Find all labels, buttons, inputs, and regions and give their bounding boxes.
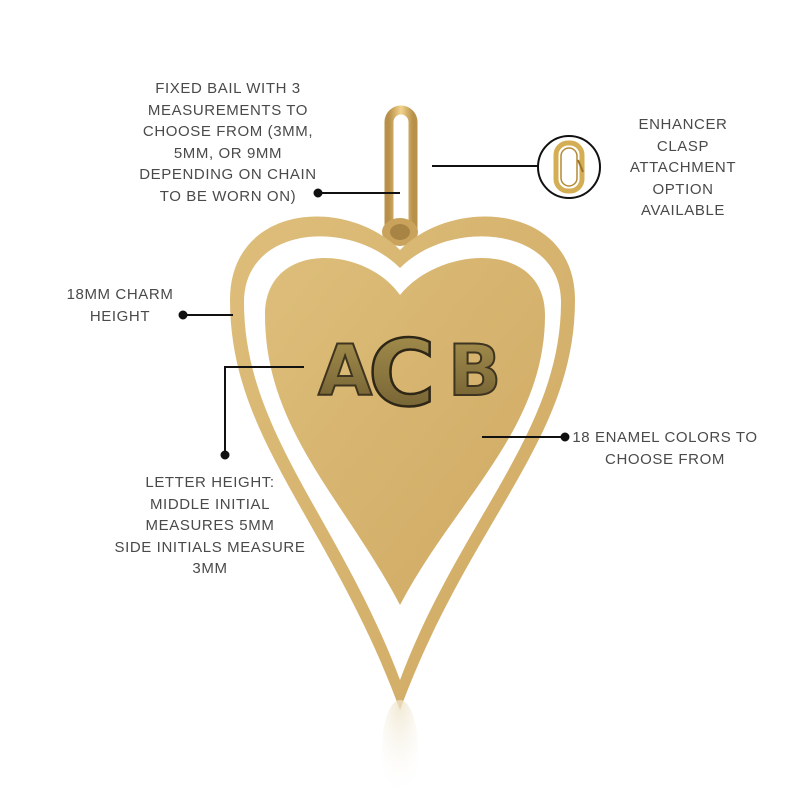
- charm-height-callout: 18MM CHARM HEIGHT: [60, 284, 180, 327]
- letter-height-callout: LETTER HEIGHT: MIDDLE INITIAL MEASURES 5…: [95, 472, 325, 580]
- heart-inner-gold: [265, 257, 545, 605]
- enamel-callout-line: CHOOSE FROM: [605, 450, 725, 468]
- enamel-colors-callout: 18 ENAMEL COLORS TO CHOOSE FROM: [560, 427, 770, 470]
- letter-height-callout-line: LETTER HEIGHT:: [145, 474, 275, 491]
- clasp-callout-line: CLASP: [656, 137, 710, 155]
- enhancer-clasp-icon: [537, 135, 601, 199]
- monogram: A C B: [317, 319, 502, 429]
- bail-callout-line: DEPENDING ON CHAIN: [139, 166, 317, 183]
- monogram-right-initial: B: [448, 330, 501, 412]
- letter-height-callout-line: SIDE INITIALS MEASURE: [114, 538, 306, 556]
- enamel-callout-line: 18 ENAMEL COLORS TO: [572, 429, 758, 446]
- bail-callout-line: TO BE WORN ON): [159, 187, 297, 205]
- bail-callout: FIXED BAIL WITH 3 MEASUREMENTS TO CHOOSE…: [108, 78, 348, 207]
- clasp-callout: ENHANCER CLASP ATTACHMENT OPTION AVAILAB…: [608, 114, 758, 222]
- bail-callout-line: 5MM, OR 9MM: [173, 144, 283, 162]
- charm-height-callout-line: HEIGHT: [89, 307, 151, 325]
- bail: [382, 105, 418, 246]
- letter-height-callout-line: MIDDLE INITIAL: [149, 495, 271, 513]
- letter-height-callout-line: MEASURES 5MM: [145, 517, 275, 534]
- charm-reflection: [382, 700, 418, 800]
- monogram-left-initial: A: [318, 330, 372, 412]
- clasp-callout-line: OPTION: [652, 180, 714, 198]
- letter-height-callout-line: 3MM: [192, 560, 228, 577]
- bail-callout-line: FIXED BAIL WITH 3: [155, 80, 301, 97]
- monogram-middle-initial: C: [368, 320, 436, 427]
- charm-height-callout-line: 18MM CHARM: [66, 286, 174, 303]
- bail-callout-line: MEASUREMENTS TO: [147, 101, 309, 119]
- bail-callout-line: CHOOSE FROM (3MM,: [142, 123, 314, 140]
- clasp-callout-line: AVAILABLE: [640, 202, 726, 219]
- leader-lines: [178, 165, 570, 460]
- clasp-callout-line: ATTACHMENT: [629, 159, 737, 176]
- clasp-callout-line: ENHANCER: [638, 116, 728, 133]
